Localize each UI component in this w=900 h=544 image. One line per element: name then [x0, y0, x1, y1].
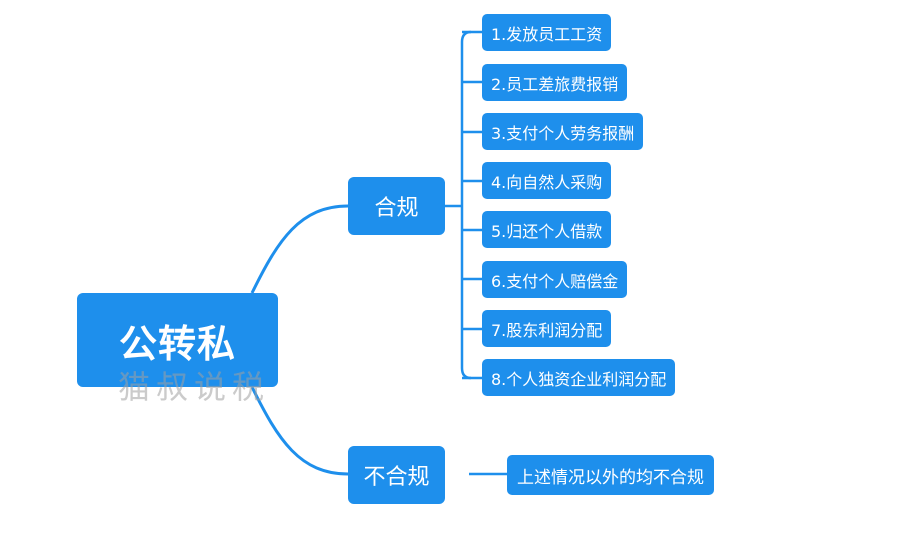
leaf-node-label: 8.个人独资企业利润分配	[491, 369, 667, 389]
leaf-node-label: 6.支付个人赔偿金	[491, 271, 619, 291]
leaf-node-1[interactable]: 1.发放员工工资	[482, 14, 612, 51]
branch-node-label: 合规	[374, 196, 419, 221]
leaf-node-label: 5.归还个人借款	[491, 221, 603, 241]
leaf-node-label: 上述情况以外的均不合规	[517, 467, 704, 488]
leaf-node-7[interactable]: 7.股东利润分配	[482, 310, 612, 347]
root-node[interactable]: 公转私	[77, 293, 278, 387]
connector-root-noncompliant	[250, 386, 349, 476]
branch-node-noncompliant[interactable]: 不合规	[348, 446, 445, 504]
leaf-node-4[interactable]: 4.向自然人采购	[482, 162, 612, 199]
root-node-label: 公转私	[118, 321, 236, 366]
watermark: 猫叔说税	[118, 368, 271, 406]
leaf-node-label: 7.股东利润分配	[491, 320, 603, 340]
leaf-node-noncompliant[interactable]: 上述情况以外的均不合规	[507, 455, 714, 495]
leaf-node-5[interactable]: 5.归还个人借款	[482, 211, 612, 248]
leaf-node-2[interactable]: 2.员工差旅费报销	[482, 64, 628, 101]
connector-root-compliant	[250, 204, 349, 294]
leaf-node-label: 1.发放员工工资	[491, 24, 603, 44]
leaf-node-3[interactable]: 3.支付个人劳务报酬	[482, 113, 644, 150]
leaf-node-label: 2.员工差旅费报销	[491, 74, 619, 94]
connector-compliant-bracket	[445, 30, 472, 380]
leaf-node-6[interactable]: 6.支付个人赔偿金	[482, 261, 628, 298]
leaf-node-label: 4.向自然人采购	[491, 172, 603, 192]
leaf-node-8[interactable]: 8.个人独资企业利润分配	[482, 359, 676, 396]
branch-node-label: 不合规	[363, 465, 430, 490]
branch-node-compliant[interactable]: 合规	[348, 177, 445, 235]
leaf-node-label: 3.支付个人劳务报酬	[491, 123, 635, 143]
